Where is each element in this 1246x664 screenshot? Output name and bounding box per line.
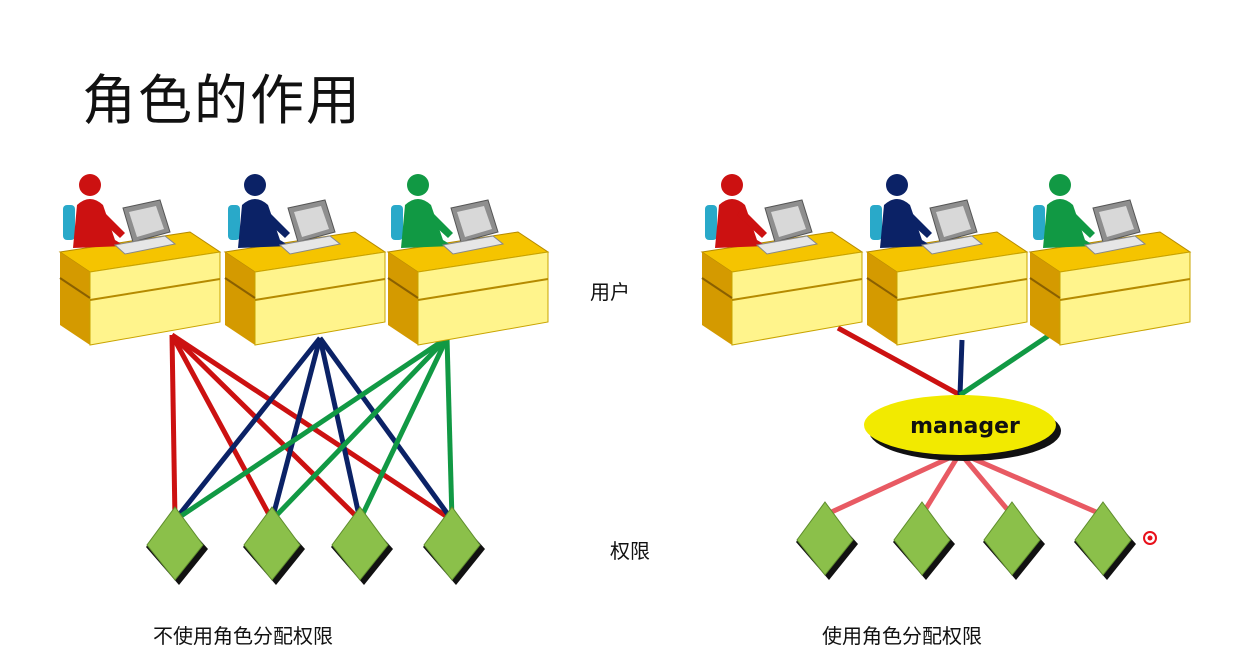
user-workstation-icon [865,174,1029,346]
user-role-link [958,325,1062,398]
user-workstation-icon [223,174,387,346]
pointer-dot-icon [1143,531,1157,545]
right-caption: 使用角色分配权限 [822,624,982,648]
user-workstation-icon [1028,174,1192,346]
user-workstation-icon [386,174,550,346]
role-permission-link [958,451,1014,517]
permission-diamond-icon [796,501,858,580]
user-permission-link [169,333,275,522]
role-permission-link [823,450,962,518]
permissions-label: 权限 [610,539,650,563]
role-permission-link [919,451,963,517]
user-workstation-icon [58,174,222,346]
user-permission-link [170,333,362,522]
user-permission-link [317,336,455,522]
permission-diamond-icon [983,501,1045,580]
user-permission-link [270,336,449,522]
connection-lines [169,325,1104,523]
permission-group [146,501,1136,585]
user-workstation-icon [700,174,864,346]
role-node: manager [864,395,1157,545]
permission-diamond-icon [893,501,955,580]
user-role-link [836,325,962,398]
permission-diamond-icon [1074,501,1136,580]
user-permission-link [317,337,363,521]
user-group [58,174,1192,346]
permission-diamond-icon [243,506,305,585]
user-permission-link [357,336,450,522]
left-caption: 不使用角色分配权限 [153,624,333,648]
page-title: 角色的作用 [82,69,362,132]
user-permission-link [173,336,322,522]
user-permission-link [269,337,323,521]
permission-diamond-icon [423,506,485,585]
permission-diamond-icon [331,506,393,585]
user-permission-link [444,337,455,521]
role-label: manager [910,414,1020,439]
user-permission-link [169,334,178,521]
users-label: 用户 [590,280,630,304]
role-ellipse-icon: manager [864,395,1061,461]
user-role-link [957,339,965,396]
role-permission-link [959,450,1104,518]
user-permission-link [173,335,449,523]
permission-diamond-icon [146,506,208,585]
